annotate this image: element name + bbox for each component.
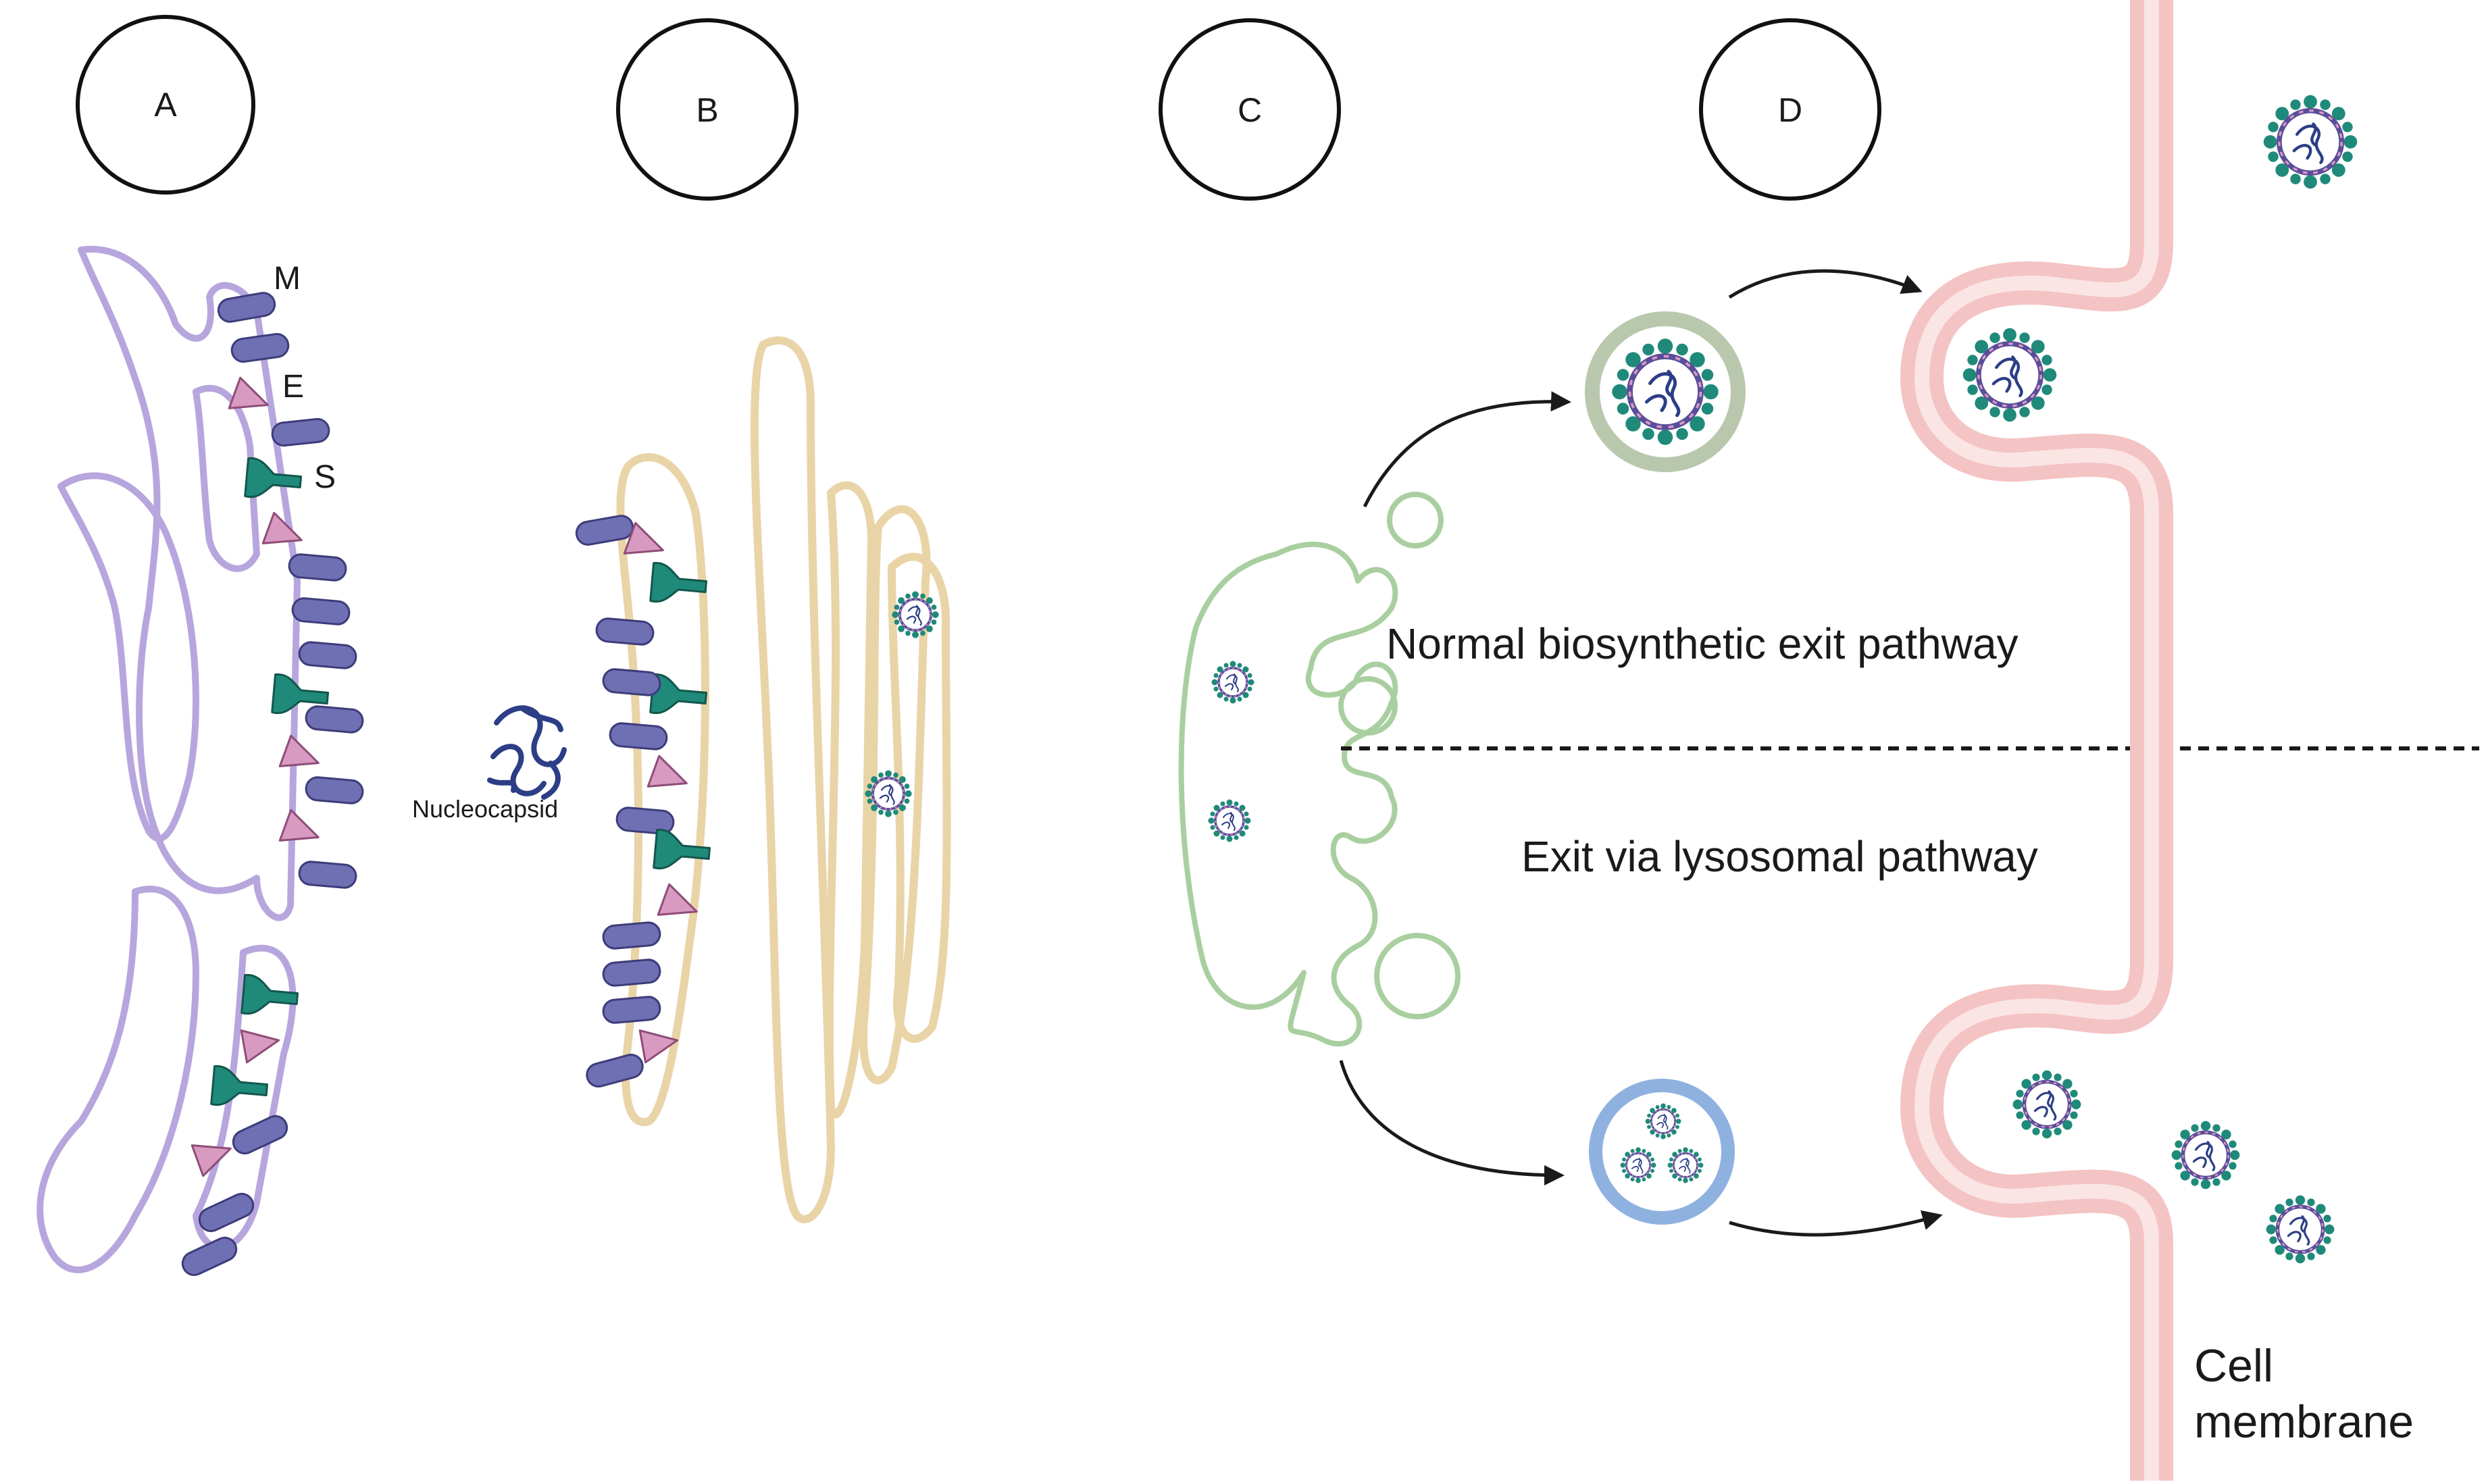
nucleocapsid-icon	[487, 705, 567, 800]
cell-membrane-label-line1: Cell	[2194, 1340, 2273, 1391]
arrow-to-lysosome	[1339, 1060, 1565, 1185]
ergic-small-vesicles	[1338, 492, 1461, 1019]
golgi-apparatus	[616, 336, 951, 1224]
lysosome-vesicle	[1589, 1079, 1735, 1225]
arrow-to-secretory-vesicle	[1363, 391, 1571, 508]
secretory-vesicle	[1585, 311, 1746, 472]
panel-label-c: C	[1159, 18, 1341, 201]
arrow-to-membrane-bottom	[1729, 1210, 1943, 1237]
nucleocapsid-label: Nucleocapsid	[412, 795, 558, 823]
panel-letter-b: B	[696, 91, 718, 129]
s-protein-label: S	[314, 459, 336, 495]
m-protein-label: M	[274, 261, 301, 297]
panel-label-b: B	[616, 18, 798, 201]
arrow-to-membrane-top	[1728, 269, 1923, 299]
normal-pathway-label: Normal biosynthetic exit pathway	[1386, 619, 2019, 668]
golgi-proteins	[574, 513, 712, 1090]
e-protein-label: E	[282, 369, 304, 405]
ergic-virions	[1207, 659, 1256, 844]
panel-letter-c: C	[1238, 91, 1262, 129]
cell-membrane-label-line2: membrane	[2194, 1396, 2414, 1448]
pathway-arrows	[1339, 269, 1943, 1237]
er-proteins	[178, 290, 365, 1280]
panel-letter-a: A	[154, 86, 177, 124]
lysosomal-pathway-label: Exit via lysosomal pathway	[1521, 832, 2038, 881]
panel-label-a: A	[76, 15, 255, 195]
ergic-compartment	[1178, 542, 1398, 1047]
panel-letter-d: D	[1778, 91, 1802, 129]
cell-membrane	[1900, 0, 2173, 1484]
panel-label-d: D	[1699, 18, 1881, 201]
